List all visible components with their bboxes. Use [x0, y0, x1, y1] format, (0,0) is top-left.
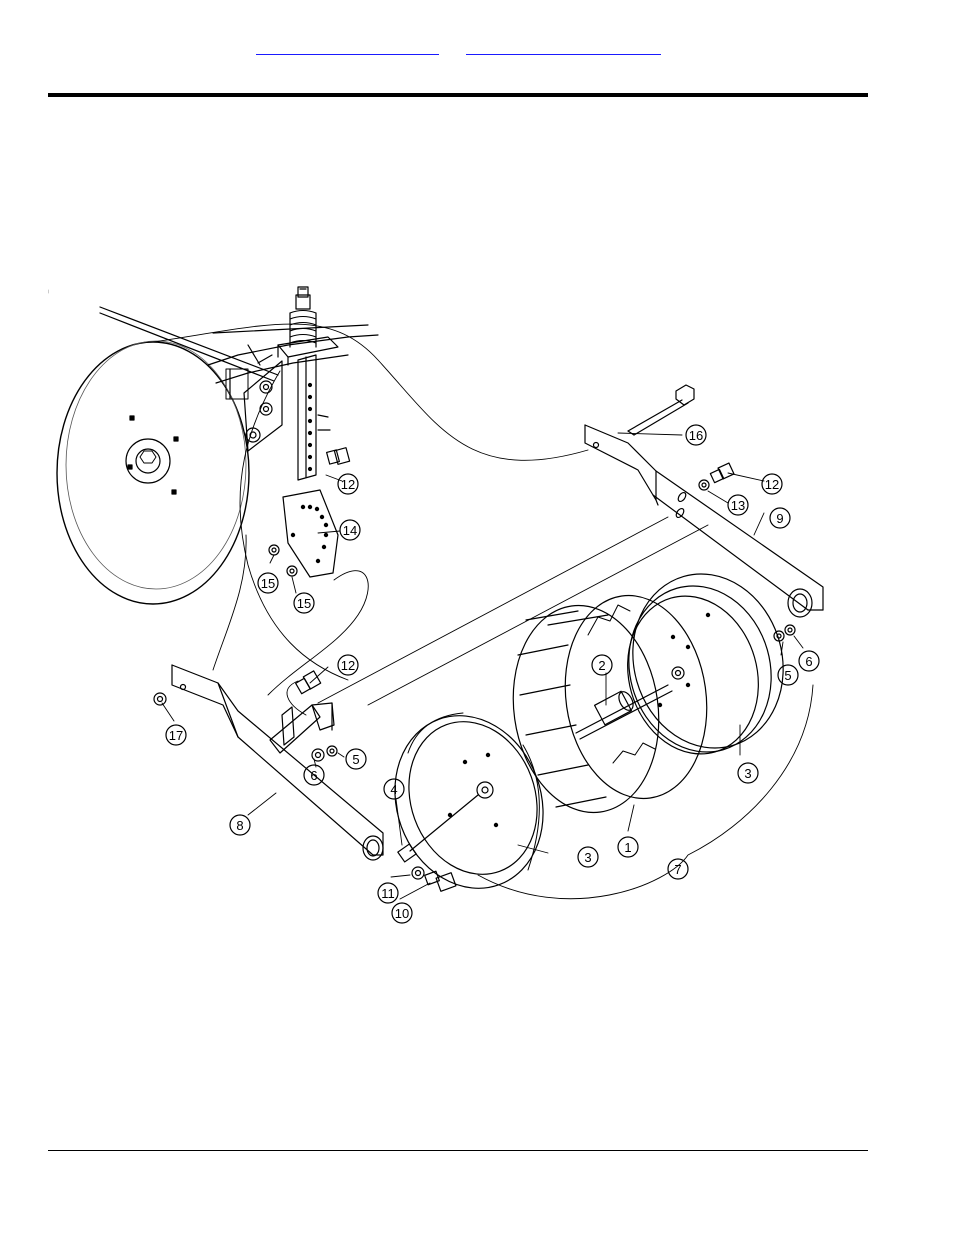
nut-6-right	[785, 625, 795, 635]
wheel-half-back	[609, 556, 803, 770]
svg-text:4: 4	[390, 782, 397, 797]
svg-text:15: 15	[297, 596, 311, 611]
coulter-disc	[57, 341, 249, 604]
callout-16: 16	[686, 425, 706, 445]
bolt-12-upper	[327, 448, 350, 465]
callout-10: 10	[392, 903, 412, 923]
nav-link-2[interactable]	[466, 40, 661, 55]
callout-1: 1	[618, 837, 638, 857]
leader-lines	[162, 433, 803, 899]
svg-text:7: 7	[674, 862, 681, 877]
svg-text:3: 3	[744, 766, 751, 781]
nav-link-1[interactable]	[256, 40, 439, 55]
nut-11	[412, 867, 424, 879]
svg-text:6: 6	[805, 654, 812, 669]
callout-11: 11	[378, 883, 398, 903]
callout-9: 9	[770, 508, 790, 528]
bolt-12-right	[699, 463, 734, 490]
nut-15-b	[287, 566, 297, 576]
callout-13: 13	[728, 495, 748, 515]
bolt-4	[398, 795, 478, 862]
callout-15-a: 15	[258, 573, 278, 593]
svg-text:11: 11	[381, 886, 395, 901]
svg-text:14: 14	[343, 523, 357, 538]
tire-1	[500, 586, 719, 822]
callout-6-right: 6	[799, 651, 819, 671]
group-brace-lines	[153, 324, 813, 899]
bolt-16	[628, 385, 694, 435]
washer-5-left	[327, 746, 337, 756]
svg-text:12: 12	[341, 658, 355, 673]
top-navigation-links	[0, 40, 954, 58]
callout-12-lower: 12	[338, 655, 358, 675]
mounting-plate	[283, 490, 338, 577]
callout-3-back: 3	[738, 763, 758, 783]
callout-5-right: 5	[778, 665, 798, 685]
callout-2: 2	[592, 655, 612, 675]
callout-8: 8	[230, 815, 250, 835]
svg-text:3: 3	[584, 850, 591, 865]
callout-12-right: 12	[762, 474, 782, 494]
svg-text:12: 12	[341, 477, 355, 492]
svg-text:12: 12	[765, 477, 779, 492]
svg-text:17: 17	[169, 728, 183, 743]
spring-assembly	[244, 287, 338, 480]
header-rule	[48, 93, 868, 97]
callout-4: 4	[384, 779, 404, 799]
arm-9	[585, 425, 823, 617]
svg-text:5: 5	[784, 668, 791, 683]
callout-15-b: 15	[294, 593, 314, 613]
footer-rule	[48, 1150, 868, 1151]
bolt-12-lower	[296, 671, 321, 694]
svg-text:13: 13	[731, 498, 745, 513]
parts-diagram: 1 2 3 3 4 5 5 6 6 7 8 9 10 11 12 12 12 1…	[48, 285, 838, 935]
callout-14: 14	[340, 520, 360, 540]
callout-12-upper: 12	[338, 474, 358, 494]
main-frame	[100, 307, 378, 399]
nut-15-a	[269, 545, 279, 555]
svg-text:16: 16	[689, 428, 703, 443]
svg-text:8: 8	[236, 818, 243, 833]
bolt-10	[425, 871, 456, 891]
svg-text:10: 10	[395, 906, 409, 921]
nut-17	[154, 693, 166, 705]
callout-3-front: 3	[578, 847, 598, 867]
svg-text:9: 9	[776, 511, 783, 526]
svg-text:1: 1	[624, 840, 631, 855]
svg-text:5: 5	[352, 752, 359, 767]
arm-8	[172, 665, 383, 860]
svg-text:15: 15	[261, 576, 275, 591]
callout-17: 17	[166, 725, 186, 745]
callout-7: 7	[668, 859, 688, 879]
svg-text:2: 2	[598, 658, 605, 673]
callout-6-left: 6	[304, 765, 324, 785]
callout-5-left: 5	[346, 749, 366, 769]
svg-text:6: 6	[310, 768, 317, 783]
